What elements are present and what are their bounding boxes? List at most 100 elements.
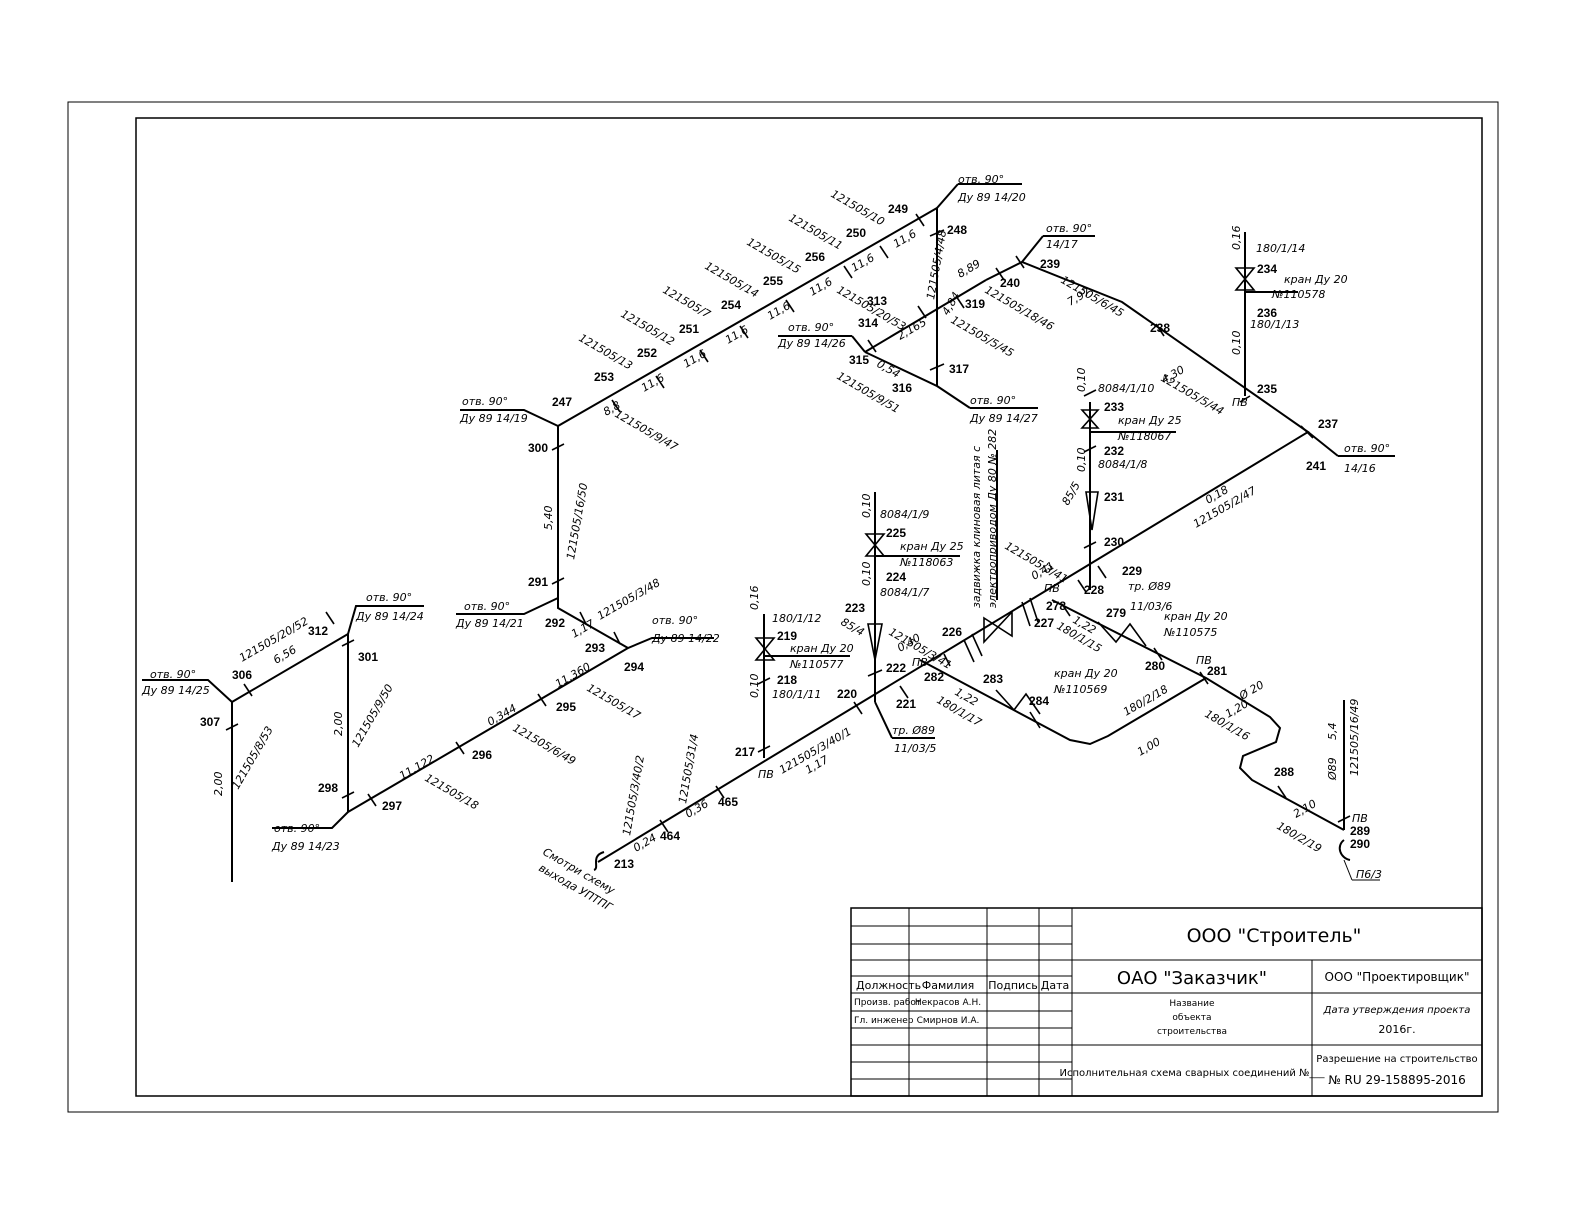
annotation-a107: 121505/31/4 [676, 733, 701, 805]
annotation-a63: тр. Ø89 [1128, 580, 1171, 593]
annotation-a52: №118067 [1117, 430, 1171, 443]
annotation-a50: 8084/1/10 [1098, 382, 1154, 395]
node-312: 312 [308, 624, 328, 638]
annotation-a129: 2,00 [332, 712, 345, 737]
node-314: 314 [858, 316, 878, 330]
row2-position: Гл. инженер [854, 1016, 914, 1026]
annotation-a90: 8084/1/9 [880, 508, 929, 521]
annotation-a47: отв. 90° [1344, 442, 1390, 455]
node-217: 217 [735, 745, 755, 759]
annotation-a134: Ду 89 14/24 [355, 610, 424, 623]
annotation-a53: 0,10 [1075, 448, 1088, 473]
annotation-a26: 4,84 [939, 290, 963, 318]
annotation-a6: 121505/14 [703, 259, 761, 300]
annotation-a51: кран Ду 25 [1118, 414, 1182, 427]
annotation-a55: 85/5 [1059, 480, 1083, 508]
annotation-a96: тр. Ø89 [892, 724, 935, 737]
annotation-a121: 11,360 [553, 660, 593, 691]
inner-frame [135, 117, 1483, 1097]
row2-name: Смирнов И.А. [917, 1016, 980, 1026]
node-220: 220 [837, 687, 857, 701]
annotation-a133: отв. 90° [366, 591, 412, 604]
node-295: 295 [556, 700, 576, 714]
node-289: 289 [1350, 824, 1370, 838]
annotation-a23: отв. 90° [788, 321, 834, 334]
node-labels: 2134644652172182192202212222232242252262… [200, 202, 1370, 871]
annotation-a16: 11,6 [639, 371, 667, 395]
annotation-a49: 0,10 [1075, 368, 1088, 393]
node-290: 290 [1350, 837, 1370, 851]
annotation-a130: 121505/9/50 [349, 682, 395, 749]
col-signature: Подпись [988, 979, 1037, 992]
annotation-a44: №110578 [1271, 288, 1325, 301]
annotation-a135: отв. 90° [150, 668, 196, 681]
annotation-a136: Ду 89 14/25 [141, 684, 210, 697]
node-250: 250 [846, 226, 866, 240]
col-surname: Фамилия [922, 979, 974, 992]
node-223: 223 [845, 601, 865, 615]
annotation-a124: 121505/6/49 [511, 721, 578, 767]
company-builder: ООО "Строитель" [1187, 925, 1362, 947]
pipe-network [142, 183, 1395, 882]
annotation-a24: Ду 89 14/26 [777, 337, 846, 350]
annotation-a8: 121505/12 [619, 307, 677, 348]
annotation-a123: 0,344 [485, 702, 519, 729]
object-name-1: Название [1169, 999, 1215, 1009]
col-position: Должность [856, 979, 921, 992]
annotation-a35: 14/17 [1046, 238, 1078, 251]
node-241: 241 [1306, 459, 1326, 473]
annotation-a78: ПВ [1352, 812, 1368, 825]
node-249: 249 [888, 202, 908, 216]
annotation-a62: ПВ [1044, 582, 1060, 595]
annotation-a77: 121505/16/49 [1348, 699, 1361, 776]
annotation-a101: №110577 [789, 658, 843, 671]
node-224: 224 [886, 570, 906, 584]
annotation-a64: 11/03/6 [1130, 600, 1172, 613]
annotation-a110: 0,24 [631, 831, 659, 855]
node-292: 292 [545, 616, 565, 630]
node-296: 296 [472, 748, 492, 762]
annotation-a48: 14/16 [1344, 462, 1376, 475]
node-298: 298 [318, 781, 338, 795]
node-240: 240 [1000, 276, 1020, 290]
annotation-a5: 121505/15 [745, 235, 803, 276]
permit-label: Разрешение на строительство [1316, 1054, 1477, 1065]
annotation-a45: 180/1/13 [1250, 318, 1299, 331]
annotation-a54: 8084/1/8 [1098, 458, 1147, 471]
title-block: ООО "Строитель" ОАО "Заказчик" ООО "Прое… [850, 907, 1483, 1097]
company-designer: ООО "Проектировщик" [1325, 970, 1470, 984]
node-300: 300 [528, 441, 548, 455]
node-284: 284 [1029, 694, 1049, 708]
node-464: 464 [660, 829, 680, 843]
annotation-a39: 121505/5/44 [1159, 371, 1226, 417]
row1-name: Некрасов А.Н. [915, 998, 981, 1008]
node-253: 253 [594, 370, 614, 384]
node-294: 294 [624, 660, 644, 674]
annotation-a138: 121505/8/53 [229, 724, 275, 791]
node-315: 315 [849, 353, 869, 367]
node-255: 255 [763, 274, 783, 288]
node-251: 251 [679, 322, 699, 336]
annotation-a58: задвижка клиновая литая с [970, 446, 983, 608]
annotation-a79: 2,10 [1291, 797, 1319, 821]
annotation-a122: 121505/17 [585, 681, 643, 722]
annotation-a75: Ø89 [1326, 757, 1339, 781]
annotation-a9: 121505/13 [577, 331, 635, 372]
node-465: 465 [718, 795, 738, 809]
annotation-a93: 0,10 [860, 562, 873, 587]
node-236: 236 [1257, 306, 1277, 320]
node-213: 213 [614, 857, 634, 871]
annotation-a46: 0,10 [1230, 331, 1243, 356]
node-281: 281 [1207, 664, 1227, 678]
node-219: 219 [777, 629, 797, 643]
permit-number: № RU 29-158895-2016 [1328, 1073, 1466, 1087]
annotation-a81: П6/3 [1356, 868, 1382, 881]
node-254: 254 [721, 298, 741, 312]
node-233: 233 [1104, 400, 1124, 414]
node-226: 226 [942, 625, 962, 639]
weld-ticks [225, 213, 1351, 833]
node-278: 278 [1046, 599, 1066, 613]
node-297: 297 [382, 799, 402, 813]
annotation-a21: 121505/4/48 [924, 229, 949, 301]
